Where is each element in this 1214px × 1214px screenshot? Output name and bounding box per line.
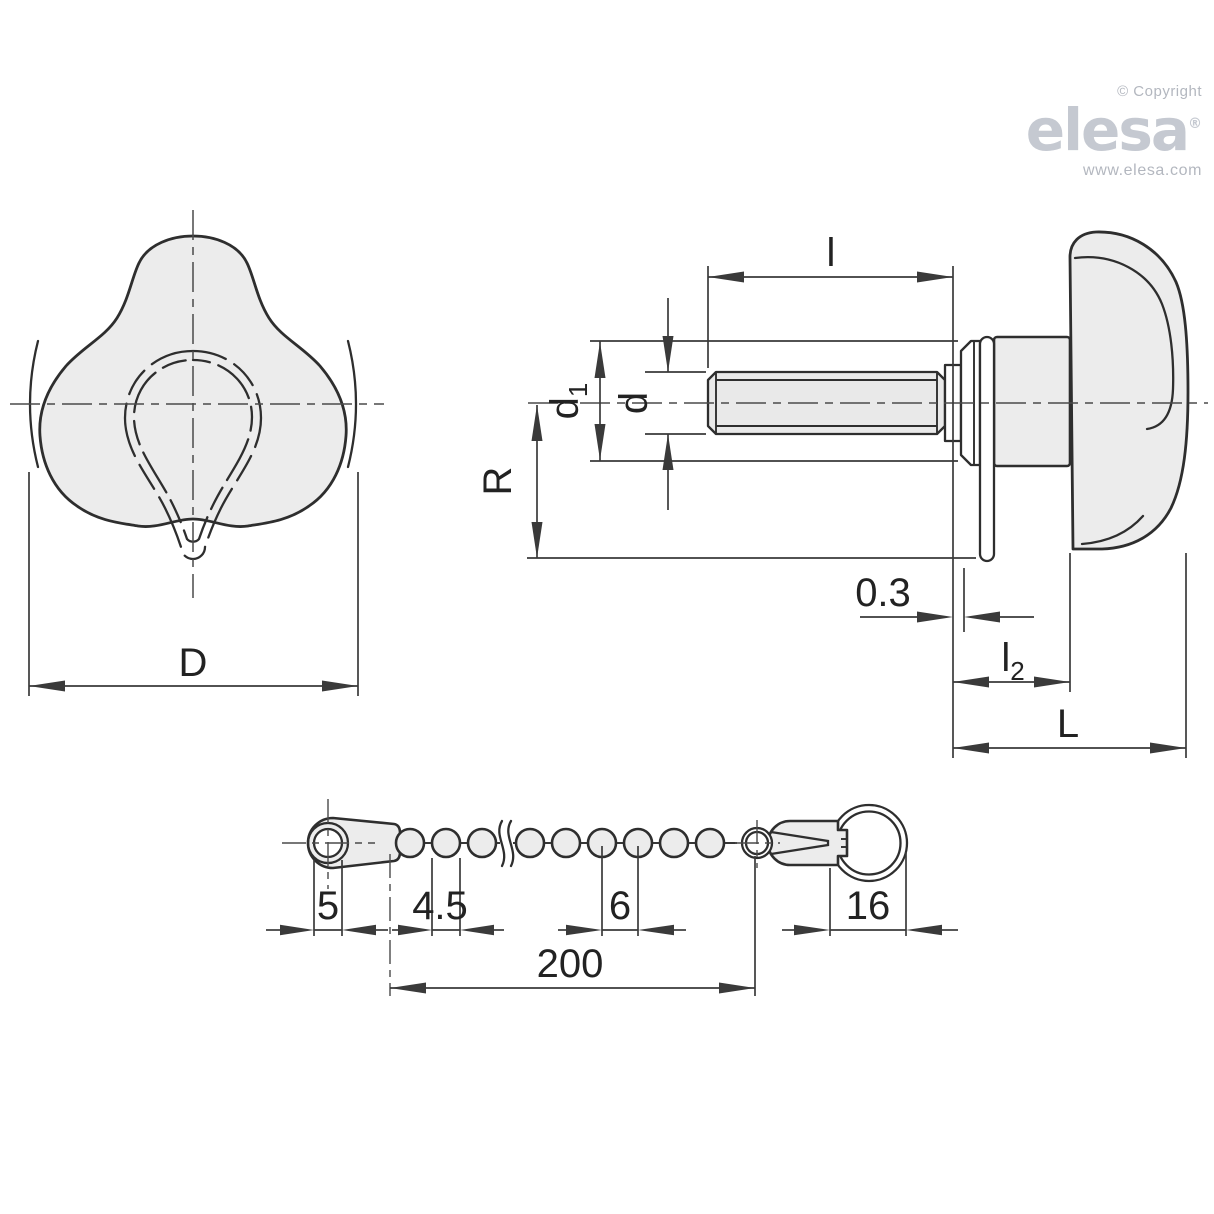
ball-chain (394, 819, 737, 868)
dimension-L: L (953, 553, 1187, 758)
dim-label-L: L (1057, 702, 1079, 746)
dim-label-d1: d1 (543, 383, 593, 420)
website-text: www.elesa.com (1083, 162, 1202, 179)
dimension-eyelet-hole: 5 (266, 860, 388, 936)
dimension-R: R (476, 405, 976, 559)
dimension-ring: 16 (782, 852, 958, 936)
dim-label-0.3: 0.3 (855, 571, 911, 615)
brand-block: © Copyright elesa® www.elesa.com (1026, 84, 1202, 179)
side-view: l d1 d (476, 230, 1208, 758)
dim-label-4.5: 4.5 (412, 884, 468, 928)
knob-dome (1068, 230, 1190, 551)
elesa-logo: elesa® (1025, 96, 1202, 164)
chain-break-mark (507, 819, 515, 868)
dimension-D: D (28, 472, 359, 696)
dim-label-l: l (827, 231, 836, 275)
dimension-washer-thickness: 0.3 (855, 568, 1034, 632)
knob-hub (992, 335, 1072, 468)
dimension-l: l (707, 231, 954, 758)
dimension-d1: d1 (543, 340, 958, 462)
chain-break-mark (498, 819, 506, 868)
dimension-d: d (612, 298, 706, 510)
dim-label-16: 16 (846, 884, 891, 928)
dim-label-l2: l2 (1001, 636, 1024, 686)
dim-label-200: 200 (537, 942, 604, 986)
dim-label-5: 5 (317, 884, 339, 928)
registered-trademark-icon: ® (1188, 116, 1202, 132)
chain-view: 5 4.5 6 (266, 799, 958, 996)
circumcircle-arc-right (346, 339, 358, 469)
dim-label-R: R (476, 467, 520, 496)
dimension-ball-pitch-small: 4.5 (392, 858, 504, 936)
dim-label-D: D (179, 641, 208, 685)
front-view: D (10, 210, 384, 696)
retaining-plate (978, 335, 996, 563)
dimension-chain-length: 200 (389, 854, 756, 996)
dimension-l2: l2 (953, 553, 1071, 692)
eyelet-tag (306, 816, 402, 870)
dim-label-6: 6 (609, 884, 631, 928)
dim-label-d: d (612, 392, 656, 414)
copyright-text: © Copyright (1117, 83, 1202, 100)
dimension-ball-pitch: 6 (558, 846, 686, 936)
